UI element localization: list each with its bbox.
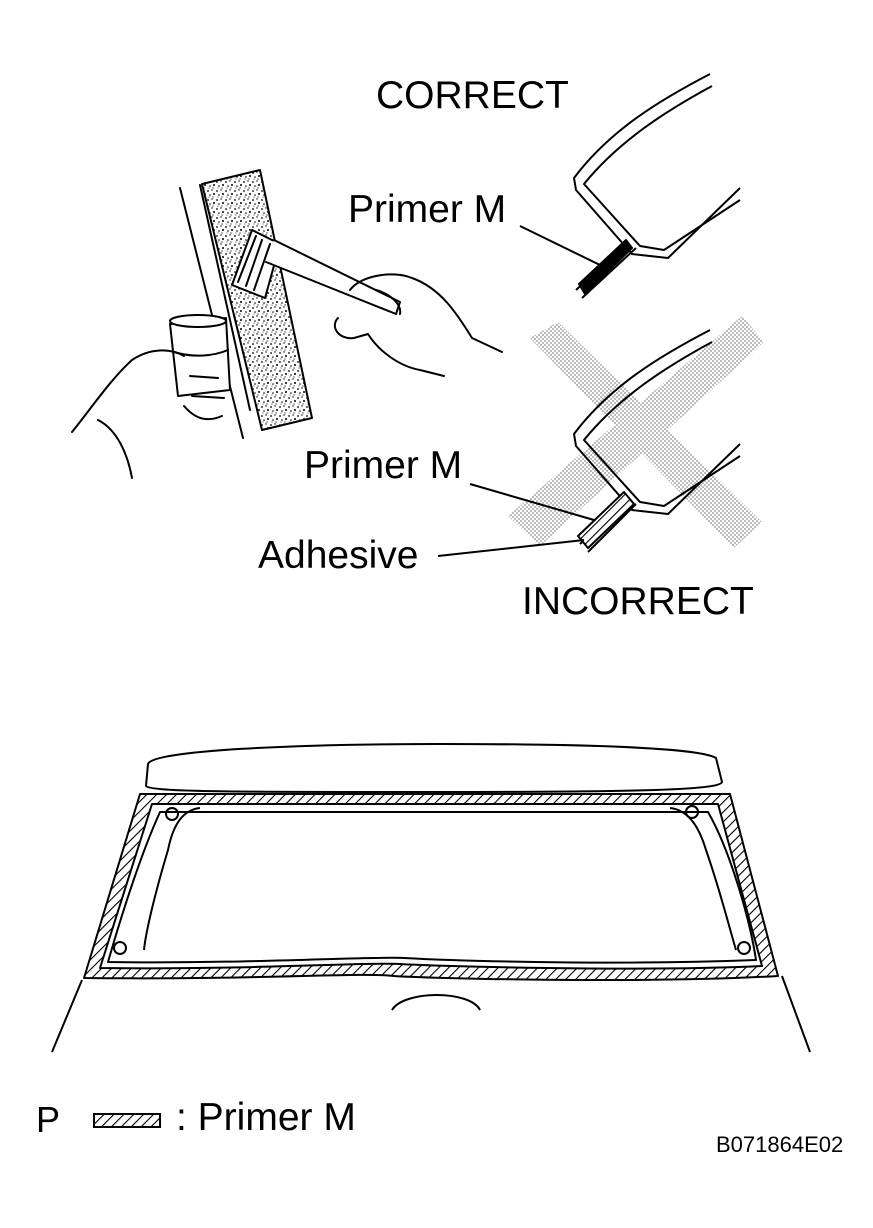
incorrect-x-mark xyxy=(508,316,764,548)
figure-code: B071864E02 xyxy=(716,1132,844,1157)
adhesive-leader xyxy=(437,539,585,557)
mount-hole xyxy=(113,941,127,955)
primer-leader-incorrect xyxy=(469,483,595,521)
pillar-outer-edge xyxy=(179,187,244,439)
legend-text: : Primer M xyxy=(176,1096,356,1139)
legend-key: P xyxy=(36,1099,61,1140)
pillar-inner-edge xyxy=(199,184,251,411)
primer-layer-correct xyxy=(578,239,633,295)
window-opening xyxy=(107,811,757,964)
correct-label: CORRECT xyxy=(376,74,569,117)
handle-recess xyxy=(391,994,481,1011)
right-hand xyxy=(333,273,503,377)
door-body xyxy=(51,975,811,1053)
spoiler xyxy=(145,743,723,793)
legend-swatch xyxy=(93,1113,161,1128)
mount-hole xyxy=(165,807,179,821)
mount-hole xyxy=(685,805,699,819)
mount-hole xyxy=(737,941,751,955)
primer-label-correct: Primer M xyxy=(348,188,507,231)
primer-label-incorrect: Primer M xyxy=(304,444,463,487)
left-hand xyxy=(71,349,225,479)
cup-icon xyxy=(169,317,231,397)
primer-strip xyxy=(201,169,313,431)
incorrect-label: INCORRECT xyxy=(522,580,754,623)
hand-brush-illustration xyxy=(71,169,503,479)
adhesive-label: Adhesive xyxy=(258,534,419,577)
incorrect-section-icon xyxy=(573,329,741,553)
back-door-illustration xyxy=(51,743,811,1053)
primer-band xyxy=(83,793,779,982)
primer-layer-incorrect xyxy=(577,491,635,549)
primer-leader-correct xyxy=(519,225,603,267)
brush-handle xyxy=(265,239,401,315)
